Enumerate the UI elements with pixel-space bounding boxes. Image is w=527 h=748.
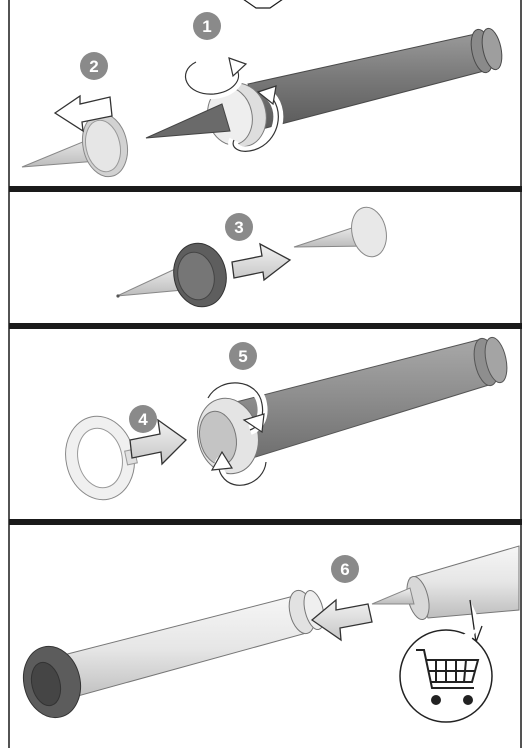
svg-text:4: 4 bbox=[138, 410, 148, 429]
divider-1 bbox=[9, 186, 522, 192]
step-badge-6: 6 bbox=[331, 555, 359, 583]
svg-text:1: 1 bbox=[202, 17, 211, 36]
svg-text:6: 6 bbox=[340, 560, 349, 579]
svg-text:3: 3 bbox=[234, 218, 243, 237]
panel-3: 4 5 bbox=[58, 335, 511, 506]
divider-2 bbox=[9, 323, 522, 329]
new-nozzle bbox=[294, 204, 391, 260]
grey-tube bbox=[236, 340, 492, 460]
step-badge-3: 3 bbox=[225, 213, 253, 241]
cartridge bbox=[372, 546, 519, 622]
step-badge-2: 2 bbox=[80, 52, 108, 80]
step-badge-5: 5 bbox=[229, 342, 257, 370]
loose-ring bbox=[58, 410, 142, 506]
svg-text:5: 5 bbox=[238, 347, 247, 366]
svg-text:2: 2 bbox=[89, 57, 98, 76]
step-badge-1: 1 bbox=[193, 12, 221, 40]
dark-tube bbox=[248, 27, 505, 129]
divider-3 bbox=[9, 519, 522, 525]
shopping-callout bbox=[400, 600, 492, 722]
top-notch bbox=[243, 0, 283, 8]
panel-2: 3 bbox=[116, 204, 390, 312]
attach-arrow-icon bbox=[232, 244, 290, 280]
step-badge-4: 4 bbox=[129, 405, 157, 433]
light-tube bbox=[44, 596, 310, 702]
panel-1: 1 2 bbox=[22, 12, 505, 181]
panel-4: 6 bbox=[16, 546, 519, 724]
